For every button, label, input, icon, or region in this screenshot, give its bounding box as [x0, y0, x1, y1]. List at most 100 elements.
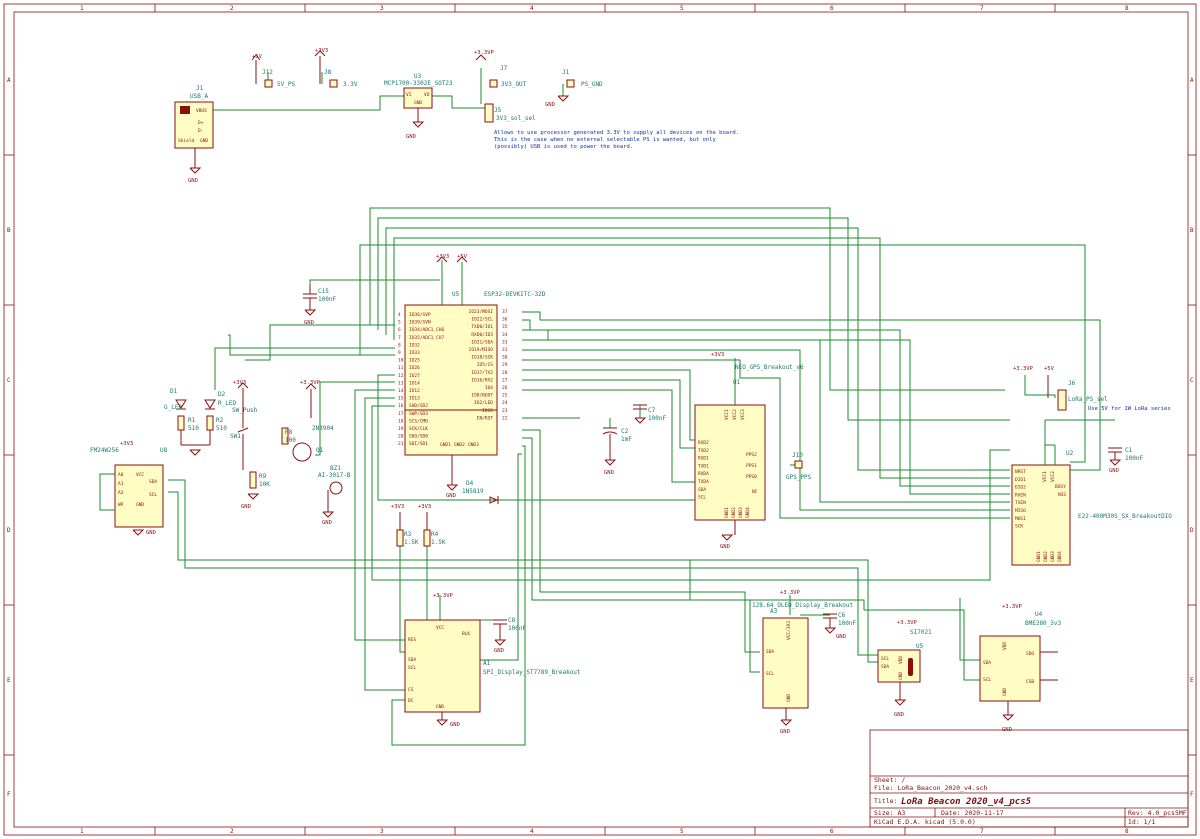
push-switch-sw1: +3V3 SW_Push SW1 R9 10K GND	[230, 380, 270, 510]
row-label: D	[1190, 527, 1194, 534]
kicad-label: KiCad E.D.A. kicad (5.0.0)	[874, 818, 976, 826]
selector-j5: J5 3V3_sol_sel	[484, 103, 536, 123]
power-label: +3.3VP	[897, 620, 918, 626]
jumper-ps-gnd: J1 PS_GND GND	[545, 69, 603, 108]
col-label: 6	[830, 5, 834, 12]
grid-ticks	[4, 4, 1196, 835]
pin-label: IO18/SCK	[471, 355, 493, 361]
col-label: 1	[80, 5, 84, 12]
pin-label: WP	[118, 502, 124, 508]
pin-number: 13	[398, 380, 404, 386]
pin-label: GND	[786, 694, 792, 702]
pin-label: Shield	[178, 138, 195, 144]
pin-label: VCC2	[732, 409, 738, 420]
value-label: PS_GND	[581, 81, 603, 88]
pin-label: GND	[136, 502, 144, 508]
pin-label: IO23/MOSI	[469, 309, 494, 315]
value-label: 3V3_OUT	[501, 81, 527, 88]
thermometer-icon	[908, 658, 913, 676]
led-d1: D1 G_LED R1 510	[164, 388, 199, 445]
pin-label: VBUS	[196, 108, 207, 114]
pin-number: 16	[398, 403, 404, 409]
pin-label: IO14	[409, 380, 420, 386]
pin-label: SDA	[881, 664, 889, 670]
pin-label: SDA	[983, 660, 991, 666]
pin-number: 18	[398, 418, 404, 424]
capacitor-c15: C15 100nF GND	[303, 285, 336, 326]
pin-label: TXD0/IO1	[471, 324, 493, 330]
value-label: 1mF	[621, 436, 632, 443]
pin-label: TXDA	[698, 479, 709, 485]
capacitor-c2: C2 1mF GND	[602, 427, 632, 476]
ref-label: J7	[500, 65, 508, 72]
pin-number: 12	[398, 373, 404, 379]
value-label: 100nF	[1125, 455, 1143, 462]
power-label: +3V3	[391, 504, 404, 510]
esp-left-pins: IO36/SVP4IO39/SVN5IO34/ADC1_CH66IO35/ADC…	[398, 312, 445, 447]
value-label: NEO_GPS_Breakout_v6	[735, 364, 804, 371]
col-label: 7	[980, 828, 984, 835]
pin-label: SHD/SD2	[409, 403, 428, 409]
pressure-sensor-u4: +3.3VP U4 BME280_3v3 SDA SCL VDD SDO CSB…	[979, 604, 1062, 733]
pin-number: 10	[398, 358, 404, 364]
row-label: C	[7, 377, 11, 384]
gnd-label: GND	[1109, 468, 1119, 474]
power-selection-note: Allows to use processor generated 3.3V t…	[494, 130, 739, 150]
note-line: Allows to use processor generated 3.3V t…	[494, 130, 739, 136]
ref-label: A1	[483, 660, 491, 667]
sheet-label: Sheet: /	[874, 776, 905, 784]
pin-label: VCC1	[1042, 471, 1048, 482]
pin-label: SDA	[149, 479, 157, 485]
row-label: F	[7, 791, 11, 798]
pin-number: 4	[398, 312, 401, 318]
ref-label: J1	[562, 69, 570, 76]
gnd-label: GND	[188, 178, 198, 184]
sheet-frame: 1 2 3 4 5 6 7 8 1 2 3 4 5 6 7 8 A B C D …	[3, 3, 1197, 836]
pin-label: IO13	[409, 396, 420, 402]
power-label: +3V3	[315, 48, 328, 54]
ref-label: U4	[1035, 611, 1043, 618]
pin-label: VCC	[436, 625, 444, 631]
ref-label: U1	[733, 379, 741, 386]
pin-label: GND	[1002, 688, 1008, 696]
pin-label: GND3	[738, 507, 744, 518]
pin-label: NRST	[1015, 469, 1026, 475]
pin-label: TXEN	[1015, 500, 1026, 506]
col-label: 3	[380, 5, 384, 12]
ref-label: U3	[414, 73, 422, 80]
col-label: 2	[230, 828, 234, 835]
date-label: Date: 2020-11-17	[941, 809, 1004, 817]
value-label: BME280_3v3	[1025, 620, 1062, 627]
power-label: +3.3VP	[780, 590, 801, 596]
oled-display-a3: 128.64_OLED_Display_Breakout +3.3VP A3 S…	[752, 590, 854, 735]
gnd-label: GND	[720, 544, 730, 550]
pin-label: SCL	[408, 665, 416, 671]
pin-label: SCK	[1015, 524, 1023, 530]
pin-number: 20	[398, 434, 404, 440]
pin-number: 21	[398, 441, 404, 447]
pin-label: RXD2	[698, 440, 709, 446]
pin-number: 24	[502, 400, 508, 406]
row-label: C	[1190, 377, 1194, 384]
value-label: 100	[285, 437, 296, 444]
file-label: File: LoRa_Beacon_2020_v4.sch	[874, 784, 988, 792]
ref-label: C7	[648, 407, 656, 414]
gnd-label: GND	[780, 729, 790, 735]
pin-number: 23	[502, 408, 508, 414]
ref-label: A3	[770, 608, 778, 615]
col-label: 8	[1125, 5, 1129, 12]
pin-label: IO2/LED	[474, 400, 493, 406]
pin-label: GND1	[1036, 551, 1042, 562]
fram-u8: FM24W256 +3V3 U8 A0 A1 A2 WP VCC GND SDA…	[90, 441, 168, 536]
pin-number: 28	[502, 370, 508, 376]
value-label: GPS_PPS	[786, 474, 812, 481]
pin-label: CSB	[1026, 679, 1034, 685]
col-label: 2	[230, 5, 234, 12]
col-label: 1	[80, 828, 84, 835]
connector-j10: J10 GPS_PPS	[786, 452, 812, 481]
power-label: +3.3VP	[1002, 604, 1023, 610]
pin-number: 30	[502, 355, 508, 361]
